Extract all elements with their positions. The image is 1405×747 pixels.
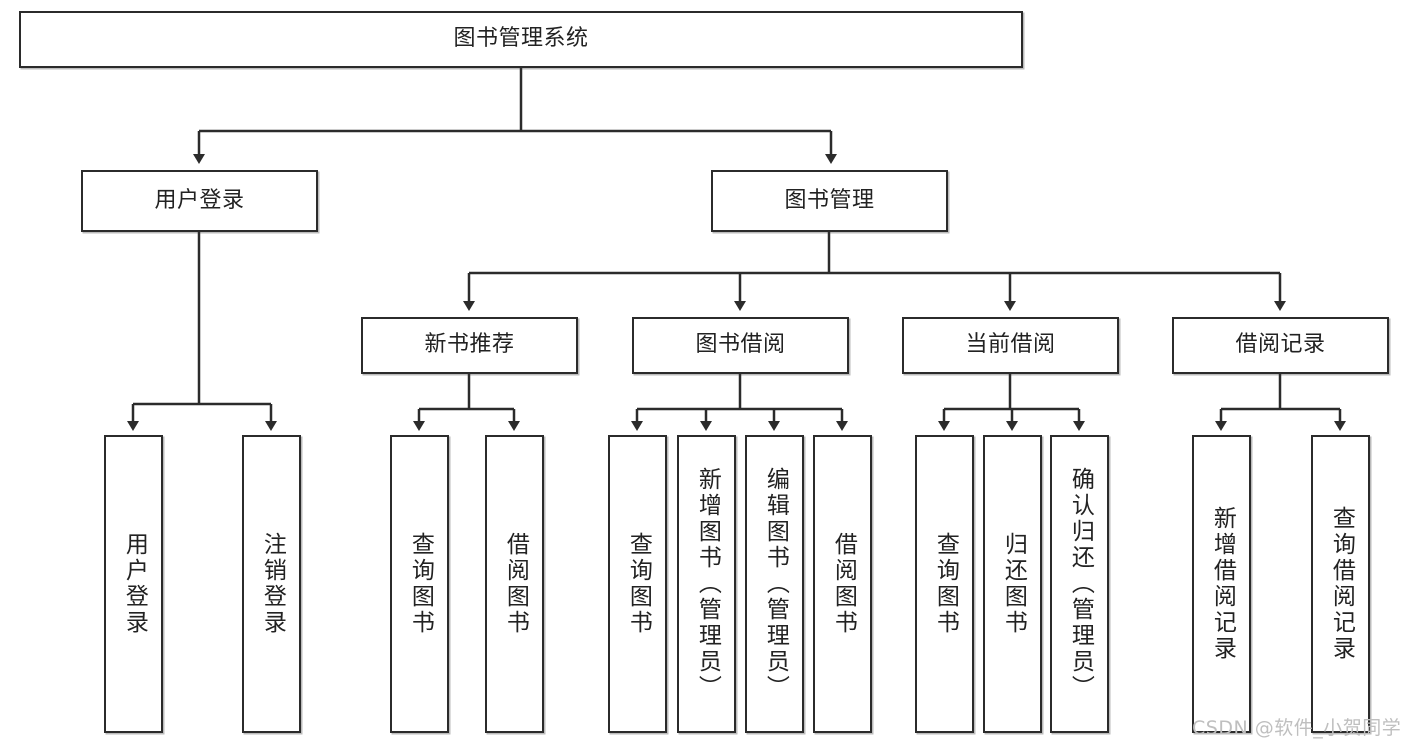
node-root[interactable]: 图书管理系统 bbox=[19, 11, 1023, 68]
node-root-label: 图书管理系统 bbox=[453, 26, 589, 52]
leaf-borrow-book-2-label: 借阅图书 bbox=[830, 532, 857, 636]
leaf-borrow-book-1-label: 借阅图书 bbox=[502, 532, 529, 636]
leaf-user-login-label: 用户登录 bbox=[121, 532, 148, 636]
node-new-book-recommend-label: 新书推荐 bbox=[424, 332, 515, 358]
leaf-query-book-2-label: 查询图书 bbox=[625, 532, 652, 636]
node-current-borrow[interactable]: 当前借阅 bbox=[902, 317, 1119, 374]
leaf-return-book[interactable]: 归还图书 bbox=[983, 435, 1042, 733]
leaf-logout[interactable]: 注销登录 bbox=[242, 435, 301, 733]
leaf-borrow-book-2[interactable]: 借阅图书 bbox=[813, 435, 872, 733]
node-book-borrow-label: 图书借阅 bbox=[695, 332, 786, 358]
leaf-query-book-3-label: 查询图书 bbox=[932, 532, 959, 636]
node-borrow-record[interactable]: 借阅记录 bbox=[1172, 317, 1389, 374]
leaf-return-book-label: 归还图书 bbox=[1000, 532, 1027, 636]
leaf-edit-book[interactable]: 编辑图书（管理员） bbox=[745, 435, 804, 733]
leaf-query-book-1-label: 查询图书 bbox=[407, 532, 434, 636]
leaf-query-book-3[interactable]: 查询图书 bbox=[915, 435, 974, 733]
node-borrow-record-label: 借阅记录 bbox=[1235, 332, 1326, 358]
node-user-login-label: 用户登录 bbox=[154, 187, 245, 213]
leaf-edit-book-label: 编辑图书（管理员） bbox=[762, 467, 789, 701]
leaf-borrow-book-1[interactable]: 借阅图书 bbox=[485, 435, 544, 733]
leaf-query-record-label: 查询借阅记录 bbox=[1328, 506, 1355, 662]
leaf-add-record-label: 新增借阅记录 bbox=[1209, 506, 1236, 662]
leaf-logout-label: 注销登录 bbox=[259, 532, 286, 636]
leaf-add-record[interactable]: 新增借阅记录 bbox=[1192, 435, 1251, 733]
node-user-login[interactable]: 用户登录 bbox=[81, 170, 318, 232]
node-book-borrow[interactable]: 图书借阅 bbox=[632, 317, 849, 374]
leaf-confirm-return[interactable]: 确认归还（管理员） bbox=[1050, 435, 1109, 733]
node-book-management-label: 图书管理 bbox=[784, 187, 875, 213]
leaf-query-book-2[interactable]: 查询图书 bbox=[608, 435, 667, 733]
leaf-add-book[interactable]: 新增图书（管理员） bbox=[677, 435, 736, 733]
leaf-confirm-return-label: 确认归还（管理员） bbox=[1067, 467, 1094, 701]
leaf-query-record[interactable]: 查询借阅记录 bbox=[1311, 435, 1370, 733]
node-current-borrow-label: 当前借阅 bbox=[965, 332, 1056, 358]
node-new-book-recommend[interactable]: 新书推荐 bbox=[361, 317, 578, 374]
leaf-add-book-label: 新增图书（管理员） bbox=[694, 467, 721, 701]
node-book-management[interactable]: 图书管理 bbox=[711, 170, 948, 232]
leaf-query-book-1[interactable]: 查询图书 bbox=[390, 435, 449, 733]
leaf-user-login[interactable]: 用户登录 bbox=[104, 435, 163, 733]
